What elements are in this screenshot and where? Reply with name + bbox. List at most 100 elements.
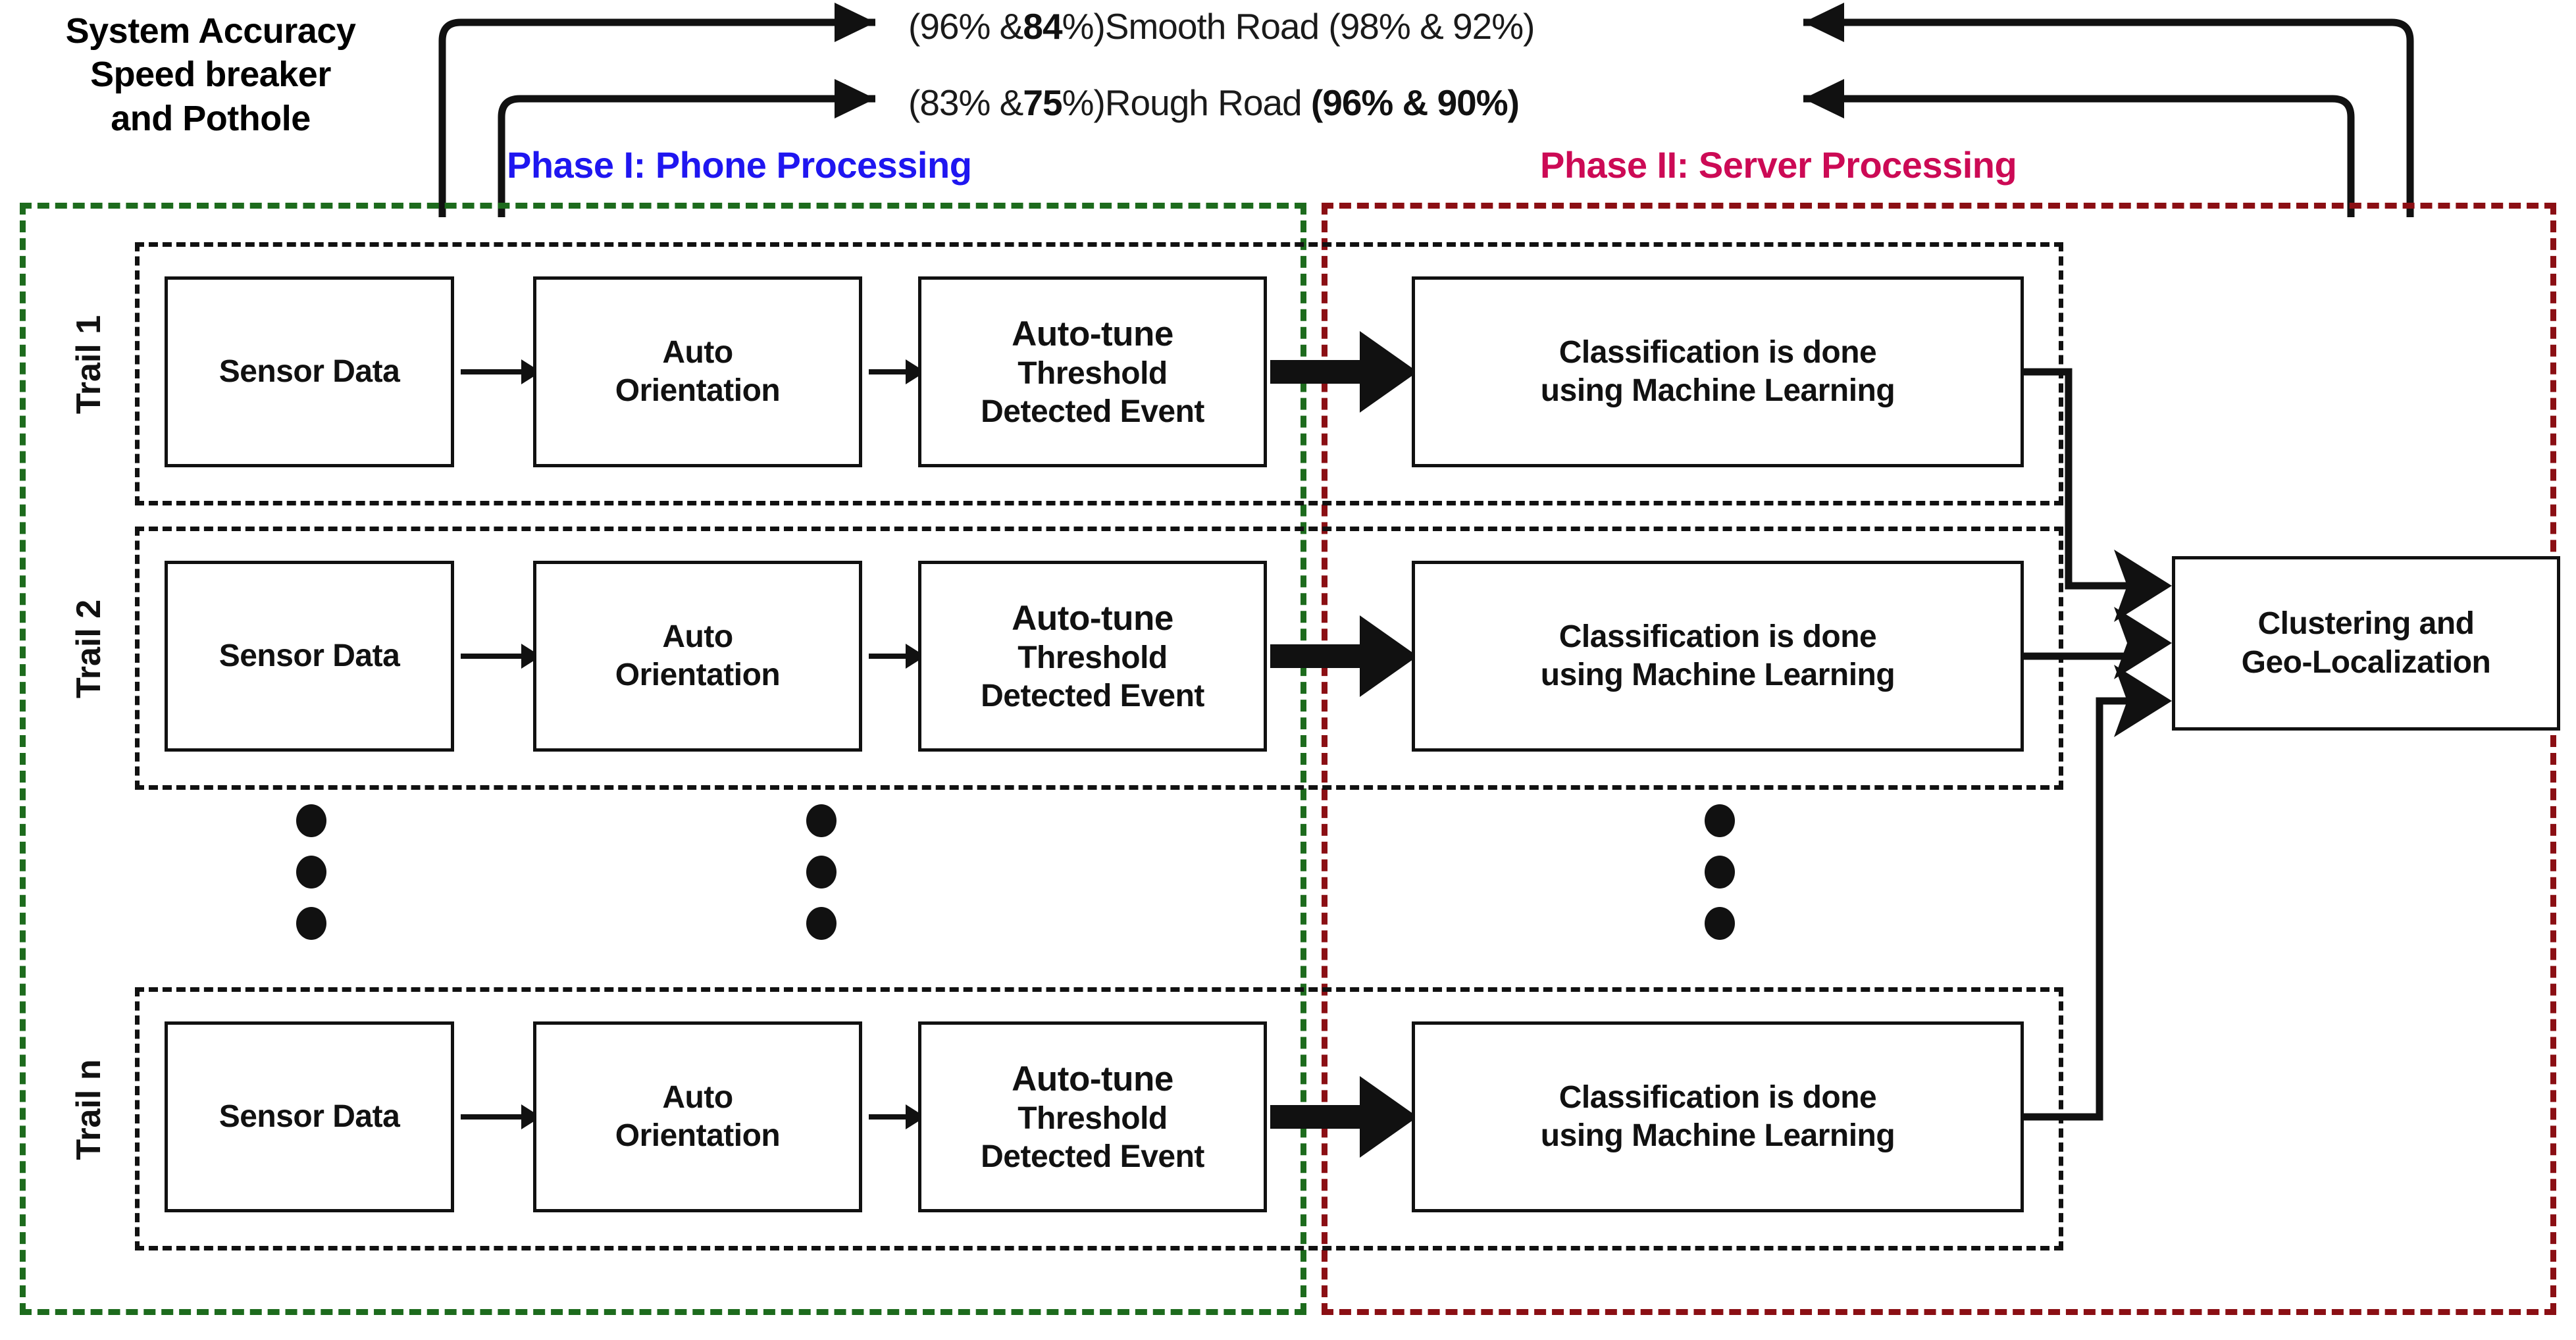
smooth-left-prefix: (96% & xyxy=(908,6,1023,47)
trail-n-classification-line2: using Machine Learning xyxy=(1540,1118,1895,1153)
trail-2-autotune-line3: Detected Event xyxy=(981,678,1204,713)
trail-n-autotune-text: Auto-tune Threshold Detected Event xyxy=(975,1058,1210,1176)
trail-1-autotune-text: Auto-tune Threshold Detected Event xyxy=(975,313,1210,431)
trail-n-arrow-orientation-to-autotune xyxy=(869,1104,925,1129)
ellipsis-dot xyxy=(806,804,837,837)
ellipsis-sensor-column xyxy=(296,804,326,940)
trail-2-boundary xyxy=(135,527,2063,790)
trail-2-sensor-data-label: Sensor Data xyxy=(219,638,400,674)
smooth-left-highlight: 84 xyxy=(1023,6,1062,47)
ellipsis-dot xyxy=(296,907,326,940)
ellipsis-autotune-column xyxy=(806,804,837,940)
trail-n-orientation-line1: Auto xyxy=(662,1080,733,1116)
clustering-line2: Geo-Localization xyxy=(2241,644,2491,680)
rough-left-highlight: 75 xyxy=(1023,82,1062,123)
system-accuracy-line2: Speed breaker xyxy=(90,55,331,95)
trail-n-autotune-head: Auto-tune xyxy=(1012,1059,1173,1098)
accuracy-annotation-rough-road: (83% & 75%)Rough Road (96% & 90%) xyxy=(908,82,1520,124)
trail-2-autotune-box[interactable]: Auto-tune Threshold Detected Event xyxy=(918,561,1267,752)
rough-right-values: (96% & 90%) xyxy=(1310,82,1520,123)
trail-2-orientation-line2: Orientation xyxy=(615,657,781,692)
feedback-arrowhead-rough-right xyxy=(1803,79,1844,118)
trail-2-classification-text: Classification is done using Machine Lea… xyxy=(1535,618,1900,694)
trail-2-classification-line2: using Machine Learning xyxy=(1540,657,1895,692)
ellipsis-dot xyxy=(806,856,837,889)
clustering-geolocalization-box[interactable]: Clustering and Geo-Localization xyxy=(2172,556,2560,731)
feedback-arrowhead-smooth-right xyxy=(1803,3,1844,42)
trail-1-autotune-line2: Threshold xyxy=(1018,356,1168,392)
trail-n-autotune-line2: Threshold xyxy=(1018,1101,1168,1137)
trail-n-auto-orientation-box[interactable]: Auto Orientation xyxy=(533,1021,862,1212)
accuracy-annotation-smooth-road: (96% & 84%)Smooth Road (98% & 92%) xyxy=(908,5,1535,47)
ellipsis-dot xyxy=(1705,856,1735,889)
trail-2-label: Trail 2 xyxy=(70,599,108,699)
feedback-wire-smooth-left xyxy=(438,18,875,217)
ellipsis-dot xyxy=(296,804,326,837)
trail-1-sensor-data-box[interactable]: Sensor Data xyxy=(165,276,454,467)
trail-1-classification-line1: Classification is done xyxy=(1558,335,1877,371)
trail-2-classification-line1: Classification is done xyxy=(1558,619,1877,655)
system-accuracy-line1: System Accuracy xyxy=(65,11,356,51)
clustering-line1: Clustering and xyxy=(2257,606,2475,641)
trail-2-classification-box[interactable]: Classification is done using Machine Lea… xyxy=(1412,561,2024,752)
trail-2-phase-transfer-arrow xyxy=(1270,615,1418,697)
trail-n-sensor-data-box[interactable]: Sensor Data xyxy=(165,1021,454,1212)
trail-1-auto-orientation-text: Auto Orientation xyxy=(610,334,786,409)
rough-road-label: Rough Road xyxy=(1104,82,1302,123)
system-accuracy-line3: and Pothole xyxy=(111,98,311,138)
trail-n-phase-transfer-arrow xyxy=(1270,1076,1418,1158)
ellipsis-classification-column xyxy=(1705,804,1735,940)
trail-1-boundary xyxy=(135,242,2063,505)
smooth-road-label: Smooth Road xyxy=(1104,6,1320,47)
trail-n-boundary xyxy=(135,987,2063,1250)
trail-1-auto-orientation-box[interactable]: Auto Orientation xyxy=(533,276,862,467)
phase-1-boundary xyxy=(20,203,1306,1315)
trail-2-auto-orientation-box[interactable]: Auto Orientation xyxy=(533,561,862,752)
ellipsis-dot xyxy=(296,856,326,889)
trail-n-classification-text: Classification is done using Machine Lea… xyxy=(1535,1079,1900,1154)
trail-2-autotune-line2: Threshold xyxy=(1018,640,1168,676)
trail-n-arrow-sensor-to-orientation xyxy=(461,1104,541,1129)
trail-n-label: Trail n xyxy=(70,1059,108,1160)
trail-1-arrow-sensor-to-orientation xyxy=(461,359,541,384)
trail-2-arrow-orientation-to-autotune xyxy=(869,644,925,669)
trail-1-label: Trail 1 xyxy=(70,315,108,415)
trail-n-classification-line1: Classification is done xyxy=(1558,1080,1877,1116)
ellipsis-dot xyxy=(806,907,837,940)
trail-2-arrow-sensor-to-orientation xyxy=(461,644,541,669)
feedback-wire-smooth-right xyxy=(1803,18,2414,217)
trail-1-orientation-line2: Orientation xyxy=(615,373,781,408)
trail-n-orientation-line2: Orientation xyxy=(615,1118,781,1153)
clustering-text: Clustering and Geo-Localization xyxy=(2242,605,2491,682)
trail-2-auto-orientation-text: Auto Orientation xyxy=(610,618,786,694)
trail-1-autotune-box[interactable]: Auto-tune Threshold Detected Event xyxy=(918,276,1267,467)
trail-1-autotune-line3: Detected Event xyxy=(981,394,1204,429)
trail-2-autotune-text: Auto-tune Threshold Detected Event xyxy=(975,598,1210,715)
trail-1-classification-box[interactable]: Classification is done using Machine Lea… xyxy=(1412,276,2024,467)
trail-1-autotune-head: Auto-tune xyxy=(1012,314,1173,353)
rough-left-suffix: %) xyxy=(1062,82,1106,123)
system-accuracy-title: System Accuracy Speed breaker and Pothol… xyxy=(20,9,401,140)
feedback-arrowhead-smooth-left xyxy=(835,3,875,42)
trail-n-sensor-data-label: Sensor Data xyxy=(219,1099,400,1135)
smooth-right-values: (98% & 92%) xyxy=(1328,6,1535,47)
trail-n-autotune-box[interactable]: Auto-tune Threshold Detected Event xyxy=(918,1021,1267,1212)
rough-left-prefix: (83% & xyxy=(908,82,1023,123)
trail-2-orientation-line1: Auto xyxy=(662,619,733,655)
trail-2-autotune-head: Auto-tune xyxy=(1012,598,1173,638)
trail-n-autotune-line3: Detected Event xyxy=(981,1139,1204,1174)
ellipsis-dot xyxy=(1705,804,1735,837)
trail-2-sensor-data-box[interactable]: Sensor Data xyxy=(165,561,454,752)
feedback-arrowhead-rough-left xyxy=(835,79,875,118)
trail-n-classification-box[interactable]: Classification is done using Machine Lea… xyxy=(1412,1021,2024,1212)
trail-1-classification-text: Classification is done using Machine Lea… xyxy=(1535,334,1900,409)
phase-2-boundary xyxy=(1322,203,2556,1315)
phase-2-title: Phase II: Server Processing xyxy=(1540,144,2017,186)
ellipsis-dot xyxy=(1705,907,1735,940)
trail-1-arrow-orientation-to-autotune xyxy=(869,359,925,384)
trail-1-phase-transfer-arrow xyxy=(1270,331,1418,413)
trail-1-orientation-line1: Auto xyxy=(662,335,733,371)
smooth-left-suffix: %) xyxy=(1062,6,1106,47)
trail-1-classification-line2: using Machine Learning xyxy=(1540,373,1895,408)
